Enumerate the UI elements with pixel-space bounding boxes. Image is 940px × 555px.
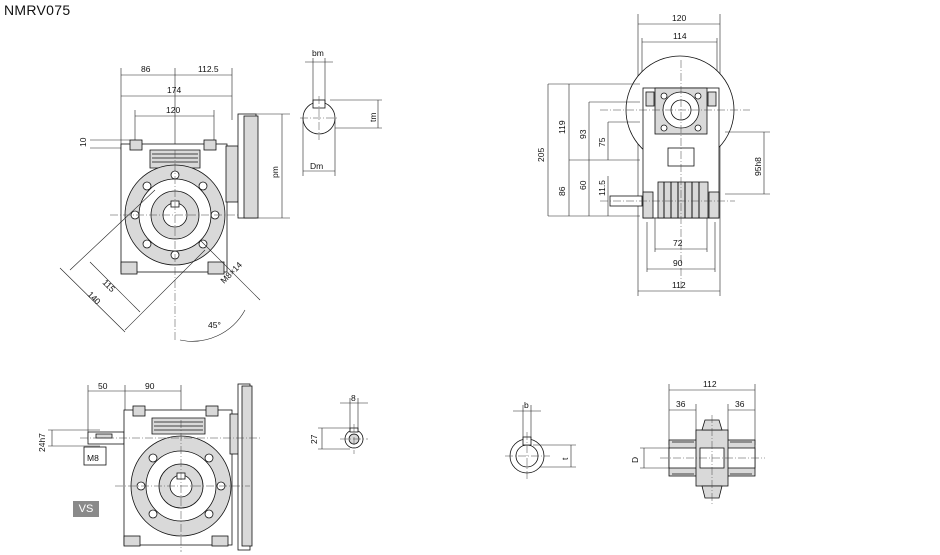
dim-95h8: 95h8 (753, 157, 763, 176)
dim-bm: bm (312, 48, 324, 58)
dim-27: 27 (309, 434, 319, 444)
dim-93: 93 (578, 129, 588, 139)
dim-112-side: 112 (672, 280, 686, 290)
dim-75: 75 (597, 137, 607, 147)
dim-D: D (630, 457, 640, 463)
dim-120: 120 (166, 105, 180, 115)
dim-tm: tm (368, 113, 378, 122)
dim-112-5: 112.5 (198, 64, 219, 74)
dim-115: 115 (101, 277, 118, 294)
dim-120-side: 120 (672, 13, 686, 23)
vs-badge: VS (73, 501, 99, 517)
dim-174: 174 (167, 85, 181, 95)
dim-140: 140 (86, 289, 103, 306)
dim-24h7: 24h7 (37, 433, 47, 452)
dim-90-vs: 90 (145, 381, 155, 391)
dim-112-out: 112 (703, 379, 717, 389)
dim-72: 72 (673, 238, 683, 248)
dim-119: 119 (557, 120, 567, 134)
drawing-title: NMRV075 (4, 2, 71, 18)
front-view: 86 112.5 174 120 10 (59, 64, 290, 342)
input-shaft-section: 8 27 (309, 393, 368, 454)
vs-input-view: 50 90 24h7 M8 (37, 381, 260, 552)
dim-36-left: 36 (676, 399, 686, 409)
dim-dm: Dm (310, 161, 323, 171)
dim-86: 86 (141, 64, 151, 74)
dim-86-side: 86 (557, 186, 567, 196)
dim-8: 8 (351, 393, 356, 403)
output-shaft-view: 112 36 36 D (630, 379, 765, 505)
dim-114: 114 (673, 31, 687, 41)
dim-10: 10 (78, 137, 88, 147)
dim-90-side: 90 (673, 258, 683, 268)
dim-t: t (560, 457, 570, 460)
dim-205: 205 (536, 148, 546, 162)
dim-angle: 45° (208, 320, 221, 330)
shaft-section-view: bm tm Dm (300, 48, 382, 176)
label-m8: M8 (87, 453, 99, 463)
hollow-shaft-section: b t (505, 400, 576, 480)
dim-36-right: 36 (735, 399, 745, 409)
dim-11-5: 11.5 (597, 180, 607, 196)
dim-50: 50 (98, 381, 108, 391)
dim-b: b (524, 400, 529, 410)
dim-60: 60 (578, 180, 588, 190)
dim-pm: pm (270, 166, 280, 178)
side-view: 120 114 (536, 13, 770, 296)
